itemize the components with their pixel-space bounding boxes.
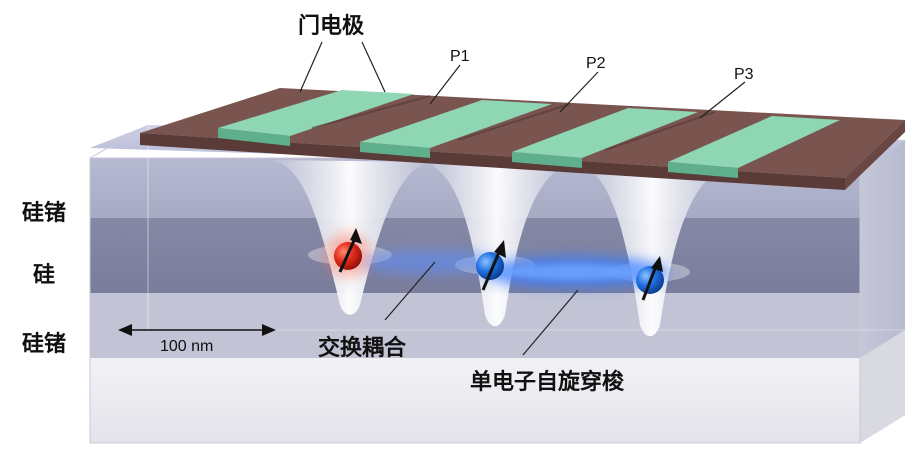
scale-bar-label: 100 nm [160,338,214,355]
exchange-coupling-label: 交换耦合 [318,336,407,361]
sige-bottom-layer [90,293,860,358]
gate-strip-p1 [360,100,552,148]
leader-lines [299,41,746,356]
gate-strip-1 [218,90,414,136]
gate-strip-p3 [668,116,840,168]
spin-red [334,228,362,273]
p2-label: P2 [586,55,606,72]
scale-bar [118,324,276,336]
p1-label: P1 [450,48,470,65]
spin-blue-1 [476,240,506,291]
layer-label-sige-bottom: 硅锗 [22,332,67,357]
gate-strip-p2 [512,108,698,158]
spin-shuttling-label: 单电子自旋穿梭 [470,370,625,395]
gate-electrodes [140,88,905,190]
spin-electrons [334,228,664,301]
layer-label-sige-top: 硅锗 [22,201,67,226]
gate-electrode-label: 门电极 [298,14,365,39]
layer-label-si: 硅 [33,263,56,288]
spin-blue-2 [636,256,664,301]
substrate-base [90,358,860,443]
p3-label: P3 [734,66,754,83]
